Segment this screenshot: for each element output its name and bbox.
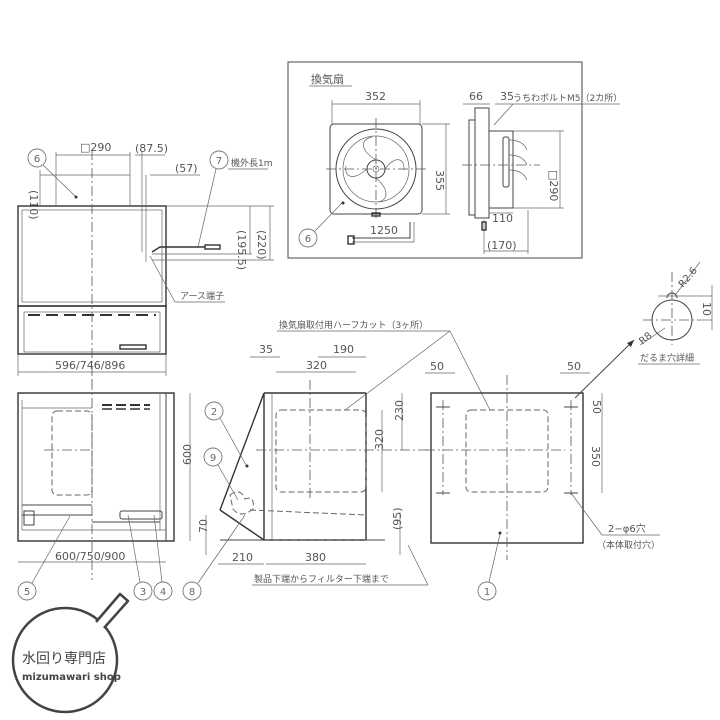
front-875-dim: (87.5)	[135, 142, 168, 155]
bottom-height-dim: 600	[181, 444, 194, 465]
balloon-4: 4	[160, 587, 166, 598]
front-57-dim: (57)	[175, 162, 198, 175]
shop-logo: 水回り専門店 mizumawari shop	[11, 592, 130, 714]
balloon-1: 1	[484, 587, 490, 598]
logo-jp: 水回り専門店	[22, 651, 106, 667]
fan-depth-35: 35	[500, 90, 514, 103]
fan-detail-panel: 換気扇 352 355 1250 6 66 35	[287, 61, 622, 259]
cord-length-dim: 1250	[370, 224, 398, 237]
bolt-note: うちわボルトM5（2カ所）	[513, 93, 622, 104]
balloon-3: 3	[140, 587, 146, 598]
side-320v-dim: 320	[373, 429, 386, 450]
back-50-left: 50	[430, 360, 444, 373]
front-duct-dim: □290	[80, 141, 111, 154]
front-110-dim: (110)	[27, 190, 40, 220]
fan-depth-66: 66	[469, 90, 483, 103]
cord-note: 機外長1m	[231, 157, 273, 169]
logo-en: mizumawari shop	[22, 672, 121, 683]
keyhole-10-dim: 10	[700, 302, 713, 316]
side-95-dim: (95)	[391, 507, 404, 530]
bottom-width-dim: 600/750/900	[55, 550, 125, 563]
side-190-dim: 190	[333, 343, 354, 356]
side-70-dim: 70	[197, 519, 210, 533]
keyhole-r26: R2.6	[677, 266, 700, 291]
filter-note: 製品下端からフィルター下端まで	[254, 573, 389, 585]
half-cut-note: 換気扇取付用ハーフカット（3ヶ所）	[279, 319, 428, 331]
keyhole-r8: R8	[637, 330, 654, 347]
back-50-v: 50	[590, 400, 603, 414]
hole-sub: （本体取付穴）	[597, 539, 660, 551]
front-width-dim: 596/746/896	[55, 359, 125, 372]
side-view: 換気扇取付用ハーフカット（3ヶ所） 35 190 320 230 320 70 …	[182, 319, 491, 601]
balloon-9: 9	[210, 453, 216, 464]
balloon-6-front: 6	[34, 154, 40, 165]
earth-note: アース端子	[180, 290, 224, 302]
fan-110-dim: 110	[492, 212, 513, 225]
side-380-dim: 380	[305, 551, 326, 564]
back-view: 50 50 50 350 2−φ6穴 （本体取付穴） 1	[425, 339, 660, 601]
fan-width-dim: 352	[365, 90, 386, 103]
back-50-right: 50	[567, 360, 581, 373]
keyhole-title: だるま穴詳細	[640, 352, 694, 364]
balloon-7: 7	[216, 156, 222, 167]
side-210-dim: 210	[232, 551, 253, 564]
side-35-dim: 35	[259, 343, 273, 356]
back-350-dim: 350	[589, 446, 602, 467]
fan-title: 換気扇	[311, 72, 344, 86]
balloon-8: 8	[189, 587, 195, 598]
fan-170-dim: (170)	[487, 239, 517, 252]
front-1955-dim: (195.5)	[235, 230, 248, 270]
fan-height-dim: 355	[433, 170, 446, 191]
side-320h-dim: 320	[306, 359, 327, 372]
side-230-dim: 230	[393, 400, 406, 421]
bottom-view: 600 600/750/900 5 3 4	[17, 380, 194, 601]
keyhole-detail: 10 R2.6 R8 だるま穴詳細	[637, 261, 713, 365]
front-view: □290 (87.5) (57) (110) 6 7 機外長1m (195.5)…	[17, 141, 274, 385]
front-220-dim: (220)	[255, 230, 268, 260]
balloon-5: 5	[24, 587, 30, 598]
balloon-2: 2	[211, 407, 217, 418]
hole-note: 2−φ6穴	[608, 522, 646, 535]
balloon-6-fan: 6	[305, 234, 311, 245]
fan-duct-dim: □290	[547, 170, 560, 201]
